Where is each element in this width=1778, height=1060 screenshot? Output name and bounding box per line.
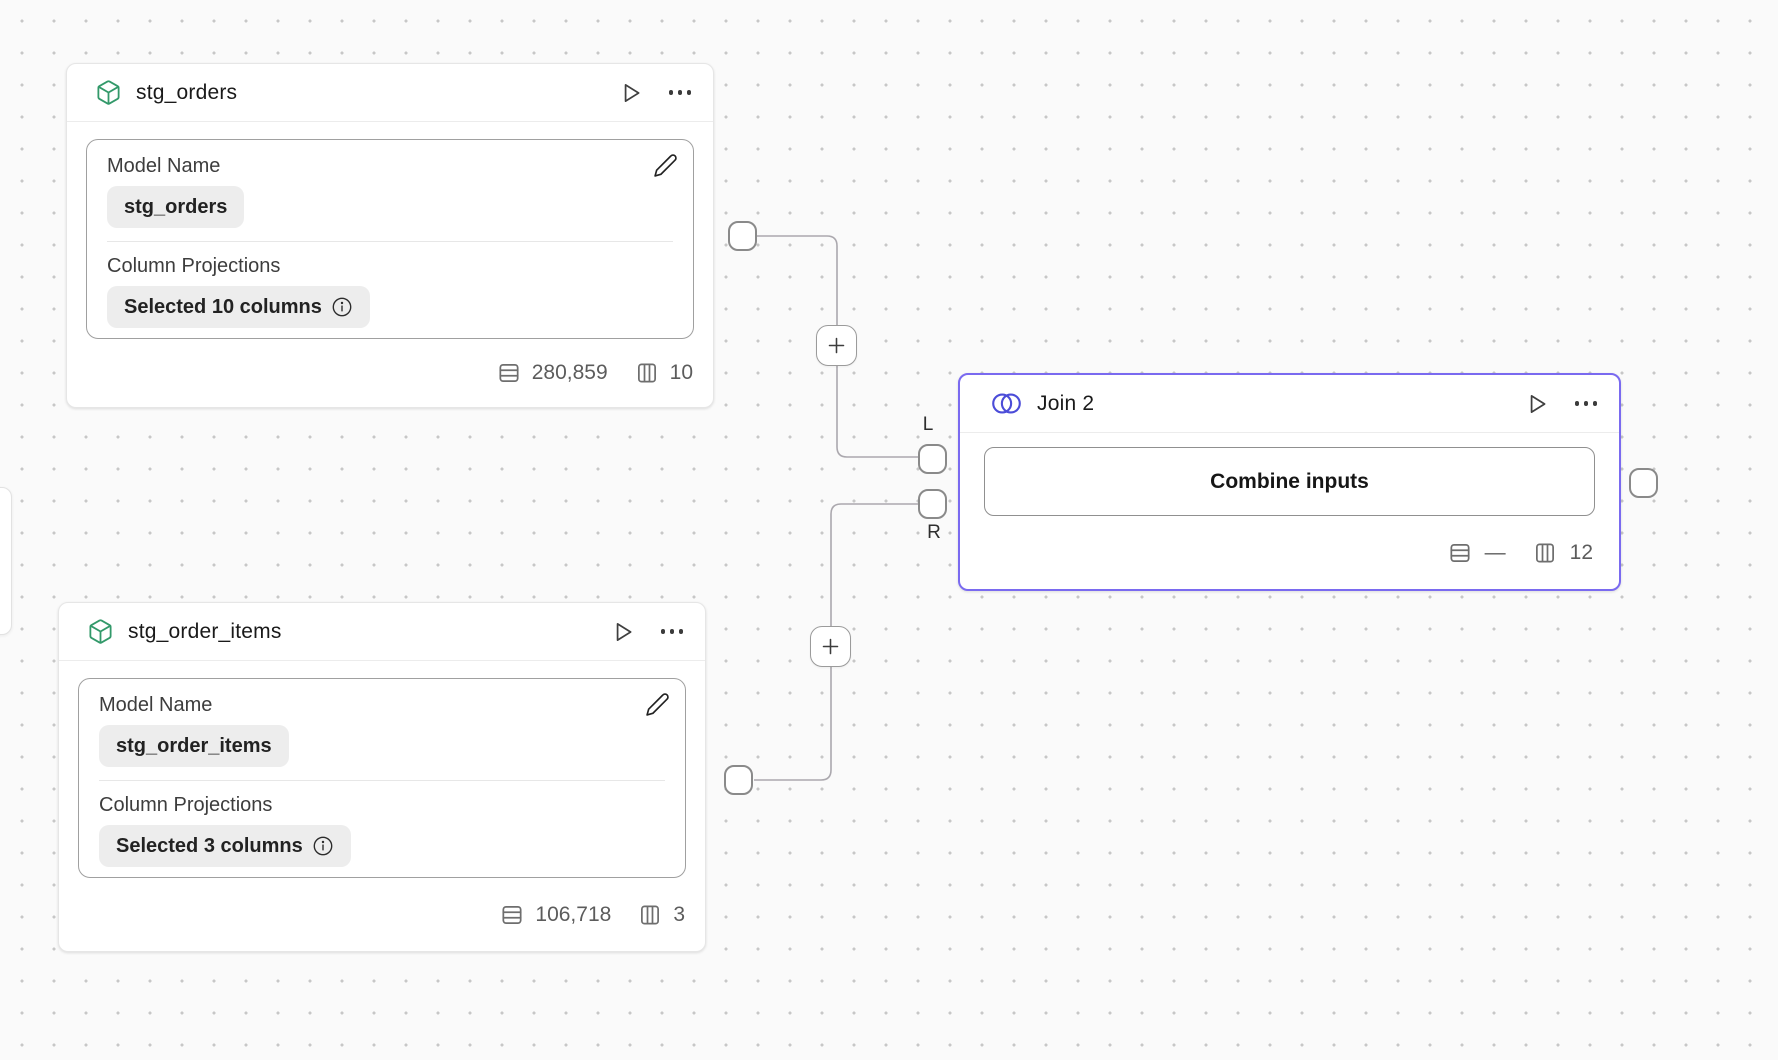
node-title: stg_orders — [136, 80, 238, 104]
offscreen-card[interactable] — [0, 487, 12, 635]
output-port-stg-orders[interactable] — [728, 221, 757, 251]
node-menu-button[interactable] — [668, 90, 691, 95]
model-name-label: Model Name — [107, 155, 221, 177]
node-stats: — 12 — [960, 516, 1619, 589]
column-count: 10 — [669, 361, 693, 384]
node-config-card: Model Name stg_order_items Column Projec… — [78, 678, 686, 878]
output-port-join[interactable] — [1629, 468, 1658, 498]
add-node-on-edge-button-top[interactable] — [816, 325, 857, 366]
node-menu-button[interactable] — [660, 629, 683, 634]
left-port-label: L — [922, 414, 934, 435]
rows-icon — [502, 905, 522, 924]
run-node-button[interactable] — [610, 619, 636, 645]
join-icon — [990, 391, 1023, 416]
combine-inputs-button[interactable]: Combine inputs — [984, 447, 1595, 516]
model-name-label: Model Name — [99, 694, 213, 716]
divider — [59, 660, 705, 661]
column-projections-chip[interactable]: Selected 3 columns — [99, 825, 351, 867]
column-count: 3 — [673, 902, 685, 926]
column-projections-label: Column Projections — [107, 255, 281, 277]
node-header: Join 2 — [960, 375, 1619, 432]
node-stg-order-items[interactable]: stg_order_items Model Name stg_order_ite… — [58, 602, 706, 952]
right-port-label: R — [927, 522, 941, 543]
run-node-button[interactable] — [618, 80, 644, 106]
columns-icon — [1535, 542, 1554, 563]
edit-icon[interactable] — [645, 692, 670, 717]
row-count: 106,718 — [535, 902, 612, 926]
plus-icon — [822, 638, 839, 655]
node-join-2[interactable]: Join 2 Combine inputs — 12 — [958, 373, 1621, 591]
column-count: 12 — [1569, 540, 1593, 564]
rows-icon — [499, 364, 519, 382]
rows-icon — [1450, 543, 1470, 562]
row-count: — — [1484, 540, 1506, 564]
model-name-chip[interactable]: stg_orders — [107, 186, 245, 228]
divider — [107, 241, 673, 242]
output-port-stg-order-items[interactable] — [724, 765, 753, 795]
row-count: 280,859 — [531, 361, 608, 384]
join-input-port-right[interactable] — [918, 489, 947, 519]
plus-icon — [828, 337, 845, 354]
node-menu-button[interactable] — [1574, 401, 1597, 406]
node-config-card: Model Name stg_orders Column Projections… — [86, 139, 694, 339]
node-title: Join 2 — [1037, 391, 1095, 415]
divider — [99, 780, 665, 781]
node-title: stg_order_items — [128, 619, 282, 643]
info-icon[interactable] — [312, 835, 334, 857]
columns-icon — [641, 904, 660, 925]
columns-icon — [637, 363, 656, 383]
node-header: stg_order_items — [59, 603, 705, 660]
model-cube-icon — [87, 618, 114, 645]
divider — [67, 121, 713, 122]
divider — [960, 432, 1619, 433]
run-node-button[interactable] — [1524, 391, 1550, 417]
node-stats: 106,718 3 — [59, 878, 705, 951]
column-projections-chip[interactable]: Selected 10 columns — [107, 286, 370, 328]
column-projections-label: Column Projections — [99, 794, 273, 816]
add-node-on-edge-button-bottom[interactable] — [810, 626, 851, 667]
node-header: stg_orders — [67, 64, 713, 121]
join-input-port-left[interactable] — [918, 444, 947, 474]
node-stats: 280,859 10 — [67, 339, 713, 407]
model-name-chip[interactable]: stg_order_items — [99, 725, 289, 767]
node-stg-orders[interactable]: stg_orders Model Name stg_orders Column … — [66, 63, 714, 408]
info-icon[interactable] — [331, 296, 353, 318]
edit-icon[interactable] — [653, 153, 678, 178]
model-cube-icon — [95, 79, 122, 106]
